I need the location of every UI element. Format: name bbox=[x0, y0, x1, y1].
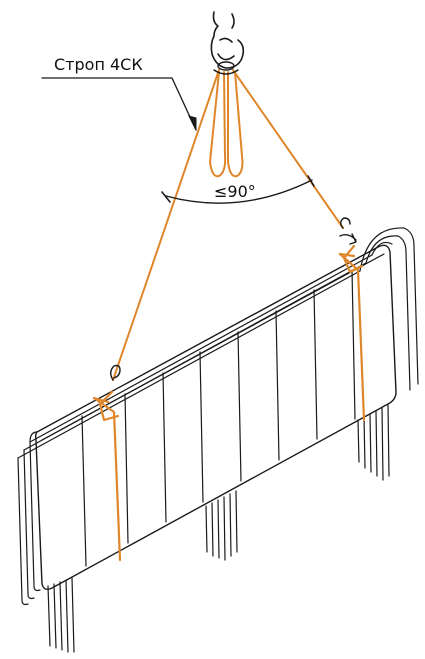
sling-loop-1 bbox=[209, 71, 227, 178]
sling-callout: Стрoп 4СК bbox=[41, 55, 197, 131]
angle-dimension: ≤90° bbox=[161, 175, 315, 204]
sling-set bbox=[92, 69, 366, 562]
sling-hook-icon bbox=[110, 217, 357, 381]
sling-label: Стрoп 4СК bbox=[54, 55, 143, 74]
panel-studs bbox=[81, 269, 356, 567]
panel-stack bbox=[17, 227, 419, 653]
sling-leg-left bbox=[112, 69, 220, 381]
angle-label: ≤90° bbox=[214, 182, 256, 201]
sling-strap-left bbox=[92, 396, 122, 562]
panel-legs bbox=[47, 404, 390, 653]
sling-leg-right bbox=[232, 69, 344, 229]
crane-hook-icon bbox=[210, 11, 245, 75]
sling-loop-2 bbox=[227, 71, 244, 178]
sling-strap-right bbox=[338, 252, 366, 422]
